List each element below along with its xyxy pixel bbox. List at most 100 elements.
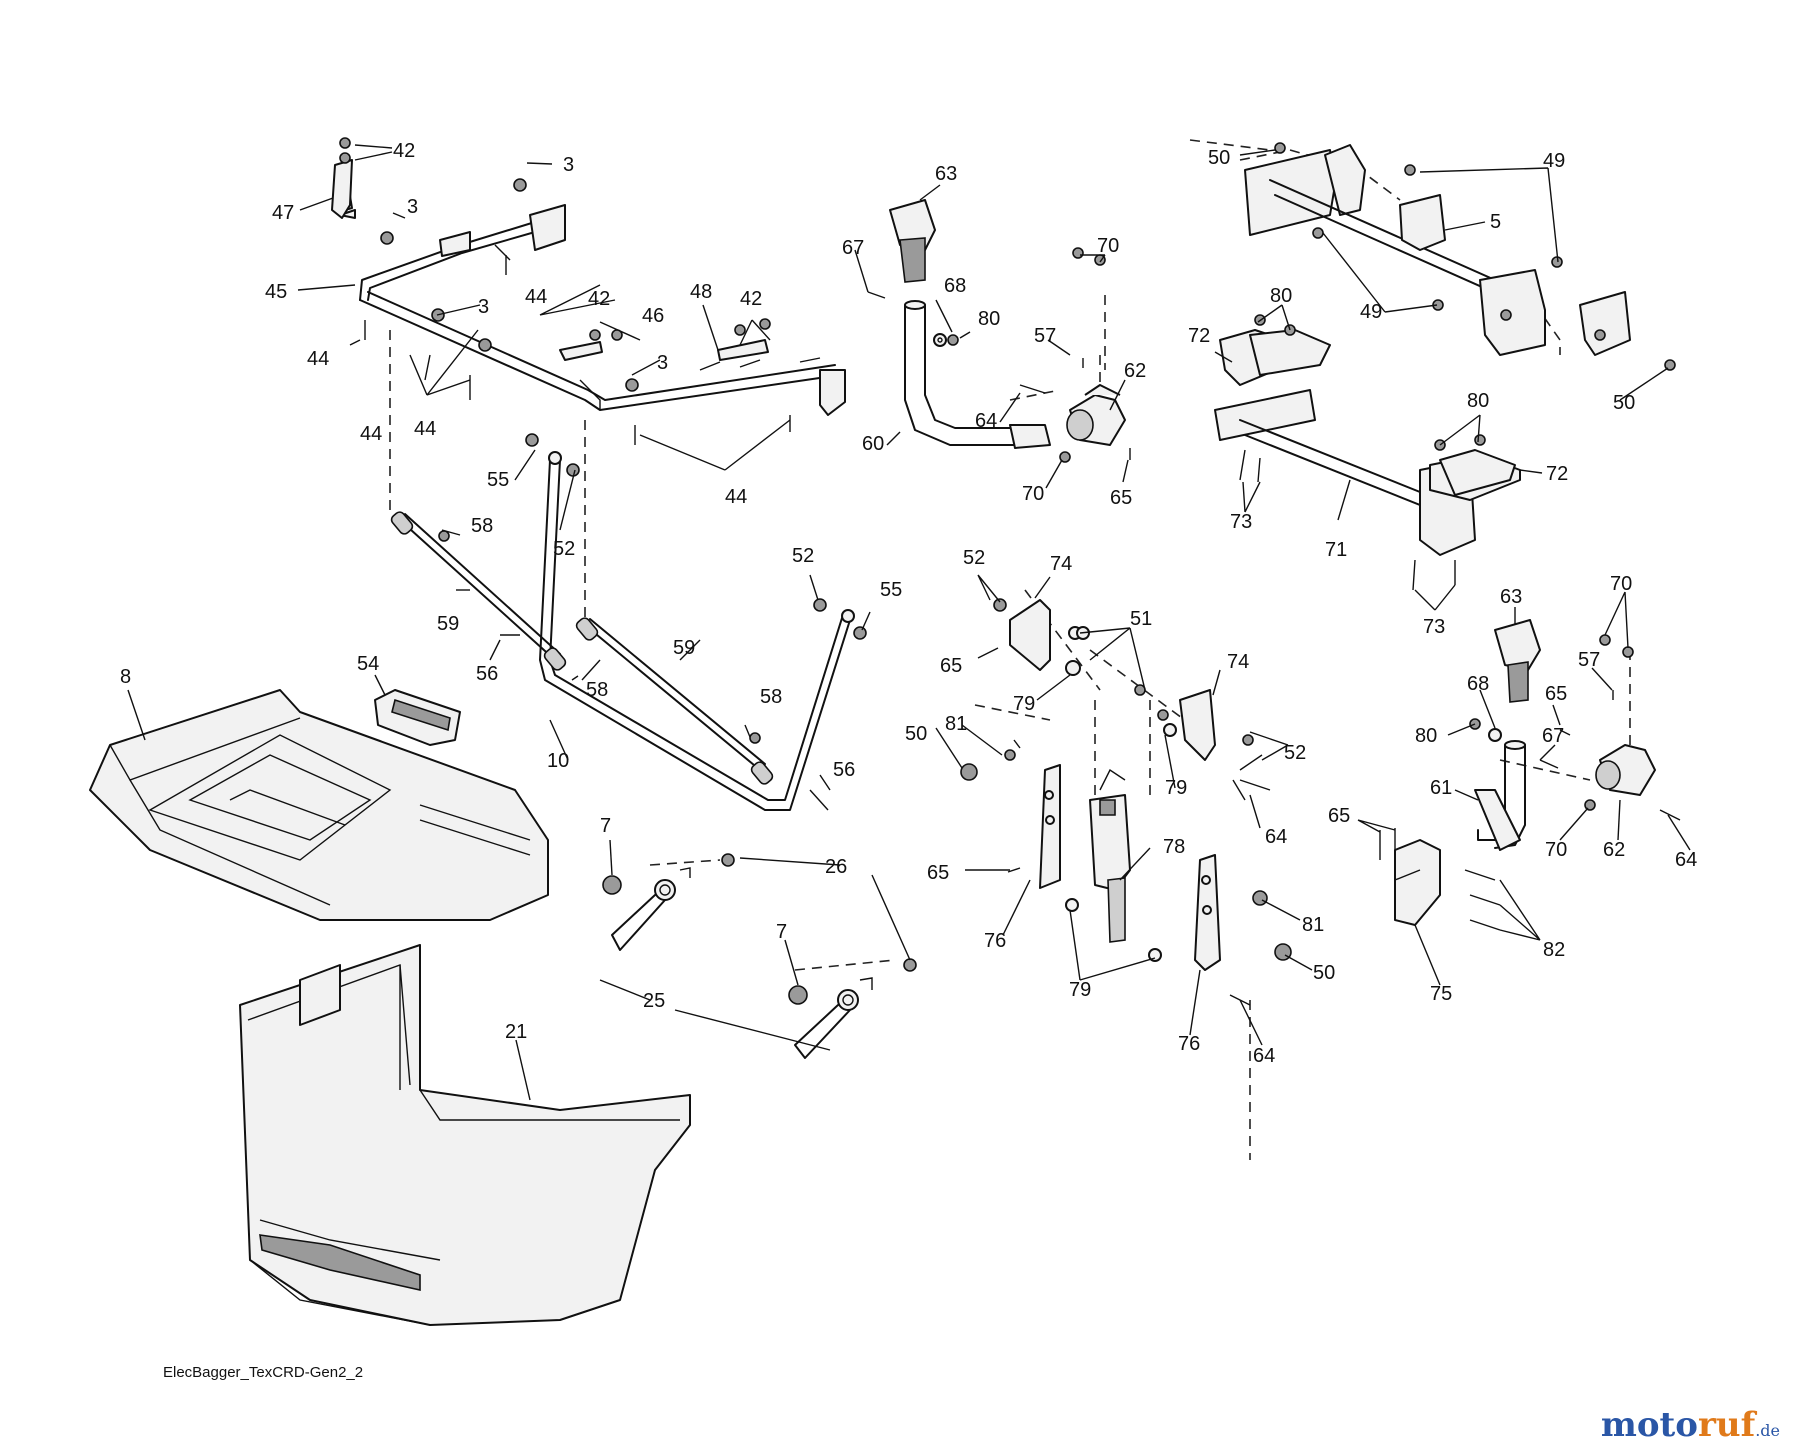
upper-frame-45 [359, 204, 846, 416]
callout-label: 65 [1545, 683, 1567, 705]
watermark-tld: .de [1755, 1421, 1780, 1440]
callout-label: 48 [690, 281, 712, 303]
callout-label: 44 [360, 423, 382, 445]
callout-label: 55 [880, 579, 902, 601]
watermark-logo: motoruf.de [1601, 1405, 1780, 1445]
callout-label: 58 [471, 515, 493, 537]
callout-label: 79 [1165, 777, 1187, 799]
callout-label: 73 [1423, 616, 1445, 638]
callout-label: 46 [642, 305, 664, 327]
callout-label: 58 [760, 686, 782, 708]
callout-label: 50 [1613, 392, 1635, 414]
callout-label: 76 [984, 930, 1006, 952]
callout-label: 80 [1467, 390, 1489, 412]
callout-label: 21 [505, 1021, 527, 1043]
handle-54 [374, 689, 461, 746]
callout-label: 47 [272, 202, 294, 224]
callout-label: 80 [1270, 285, 1292, 307]
lift-arm-60 [867, 199, 1131, 463]
callout-label: 50 [1313, 962, 1335, 984]
callout-label: 52 [1284, 742, 1306, 764]
callout-label: 73 [1230, 511, 1252, 533]
callout-label: 52 [963, 547, 985, 569]
watermark-name: moto [1600, 1405, 1698, 1445]
callout-label: 10 [547, 750, 569, 772]
callout-numbers: 42 3 47 3 45 44 44 42 46 48 42 3 44 3 44… [120, 140, 1697, 1067]
callout-label: 42 [740, 288, 762, 310]
callout-label: 59 [437, 613, 459, 635]
callout-label: 55 [487, 469, 509, 491]
callout-label: 60 [862, 433, 884, 455]
callout-label: 58 [586, 679, 608, 701]
callout-label: 64 [1265, 826, 1287, 848]
callout-label: 3 [407, 196, 418, 218]
callout-label: 57 [1034, 325, 1056, 347]
callout-label: 61 [1430, 777, 1452, 799]
callout-label: 44 [725, 486, 747, 508]
callout-label: 67 [1542, 725, 1564, 747]
callout-label: 42 [393, 140, 415, 162]
callout-label: 5 [1490, 211, 1501, 233]
bagger-lid-8 [89, 689, 549, 921]
lower-frame-10 [539, 451, 855, 811]
callout-label: 54 [357, 653, 379, 675]
callout-label: 78 [1163, 836, 1185, 858]
callout-label: 62 [1124, 360, 1146, 382]
callout-label: 57 [1578, 649, 1600, 671]
callout-label: 76 [1178, 1033, 1200, 1055]
callout-label: 68 [944, 275, 966, 297]
callout-label: 7 [776, 921, 787, 943]
callout-label: 52 [553, 538, 575, 560]
callout-label: 56 [833, 759, 855, 781]
callout-label: 56 [476, 663, 498, 685]
callout-label: 75 [1430, 983, 1452, 1005]
callout-label: 26 [825, 856, 847, 878]
callout-label: 45 [265, 281, 287, 303]
callout-label: 44 [414, 418, 436, 440]
callout-label: 64 [975, 410, 997, 432]
callout-label: 49 [1360, 301, 1382, 323]
callout-label: 62 [1603, 839, 1625, 861]
callout-label: 44 [525, 286, 547, 308]
callout-label: 68 [1467, 673, 1489, 695]
callout-label: 59 [673, 637, 695, 659]
callout-label: 49 [1543, 150, 1565, 172]
callout-label: 65 [1328, 805, 1350, 827]
callout-label: 79 [1069, 979, 1091, 1001]
callout-label: 63 [1500, 586, 1522, 608]
stay-rods-59 [390, 511, 774, 785]
callout-label: 70 [1022, 483, 1044, 505]
callout-label: 70 [1610, 573, 1632, 595]
callout-label: 7 [600, 815, 611, 837]
leader-lines [127, 144, 1691, 1101]
callout-label: 74 [1227, 651, 1249, 673]
watermark-accent: ruf [1697, 1405, 1756, 1445]
callout-label: 3 [478, 296, 489, 318]
callout-label: 70 [1097, 235, 1119, 257]
callout-label: 65 [1110, 487, 1132, 509]
diagram-caption: ElecBagger_TexCRD-Gen2_2 [163, 1364, 364, 1381]
callout-label: 81 [1302, 914, 1324, 936]
callout-label: 25 [643, 990, 665, 1012]
callout-label: 3 [657, 352, 668, 374]
callout-label: 3 [563, 154, 574, 176]
callout-label: 8 [120, 666, 131, 688]
assembly-lines [389, 139, 1631, 1160]
callout-label: 72 [1546, 463, 1568, 485]
callout-label: 79 [1013, 693, 1035, 715]
callout-label: 52 [792, 545, 814, 567]
grass-bag-21 [239, 944, 691, 1326]
callout-label: 72 [1188, 325, 1210, 347]
callout-label: 65 [927, 862, 949, 884]
callout-label: 51 [1130, 608, 1152, 630]
callout-label: 44 [307, 348, 329, 370]
callout-label: 67 [842, 237, 864, 259]
callout-label: 42 [588, 288, 610, 310]
crossbar-71 [1214, 314, 1521, 591]
actuator-assembly [960, 598, 1292, 1006]
callout-label: 64 [1675, 849, 1697, 871]
callout-label: 80 [978, 308, 1000, 330]
callout-label: 63 [935, 163, 957, 185]
